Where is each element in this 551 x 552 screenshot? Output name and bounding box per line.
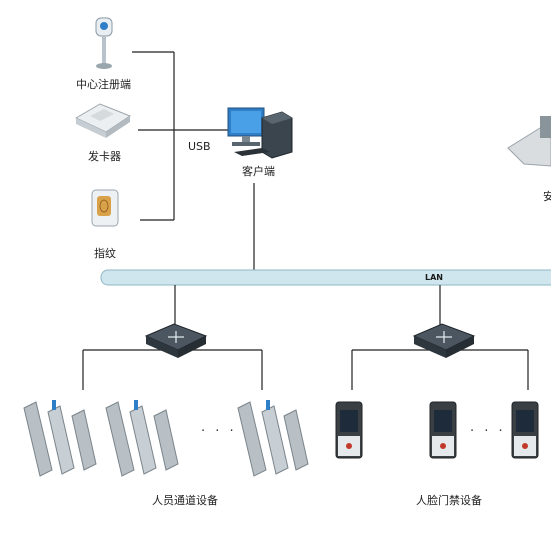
turnstile-ellipsis: · · · (201, 424, 237, 439)
network-switch-2-icon (412, 323, 476, 358)
turnstile-group-2-icon (105, 400, 179, 477)
client-computer-icon (227, 107, 293, 159)
fingerprint-reader-icon (91, 189, 119, 227)
face-ellipsis: · · · (470, 424, 506, 439)
lan-bus (100, 269, 551, 286)
face-group-label: 人脸门禁设备 (416, 494, 482, 507)
lan-label: LAN (425, 273, 443, 282)
registration-device-icon (95, 17, 113, 69)
usb-label: USB (188, 140, 211, 153)
cutoff-label: 安 (543, 190, 551, 203)
usb-connection-lines (132, 51, 228, 221)
registration-label: 中心注册端 (76, 78, 131, 91)
turnstile-group-label: 人员通道设备 (152, 494, 218, 507)
card-issuer-label: 发卡器 (88, 150, 121, 163)
network-switch-1-icon (144, 323, 208, 358)
switch-uplinks (174, 285, 441, 330)
face-terminal-2-icon (429, 401, 457, 459)
face-distribution-lines (351, 349, 529, 390)
face-terminal-1-icon (335, 401, 363, 459)
turnstile-group-3-icon (237, 400, 309, 477)
fingerprint-label: 指纹 (94, 247, 116, 260)
client-label: 客户端 (242, 165, 275, 178)
face-terminal-3-icon (511, 401, 539, 459)
partial-device-icon (507, 116, 551, 167)
turnstile-distribution-lines (82, 349, 263, 390)
card-issuer-icon (74, 103, 132, 138)
turnstile-group-1-icon (23, 400, 97, 477)
